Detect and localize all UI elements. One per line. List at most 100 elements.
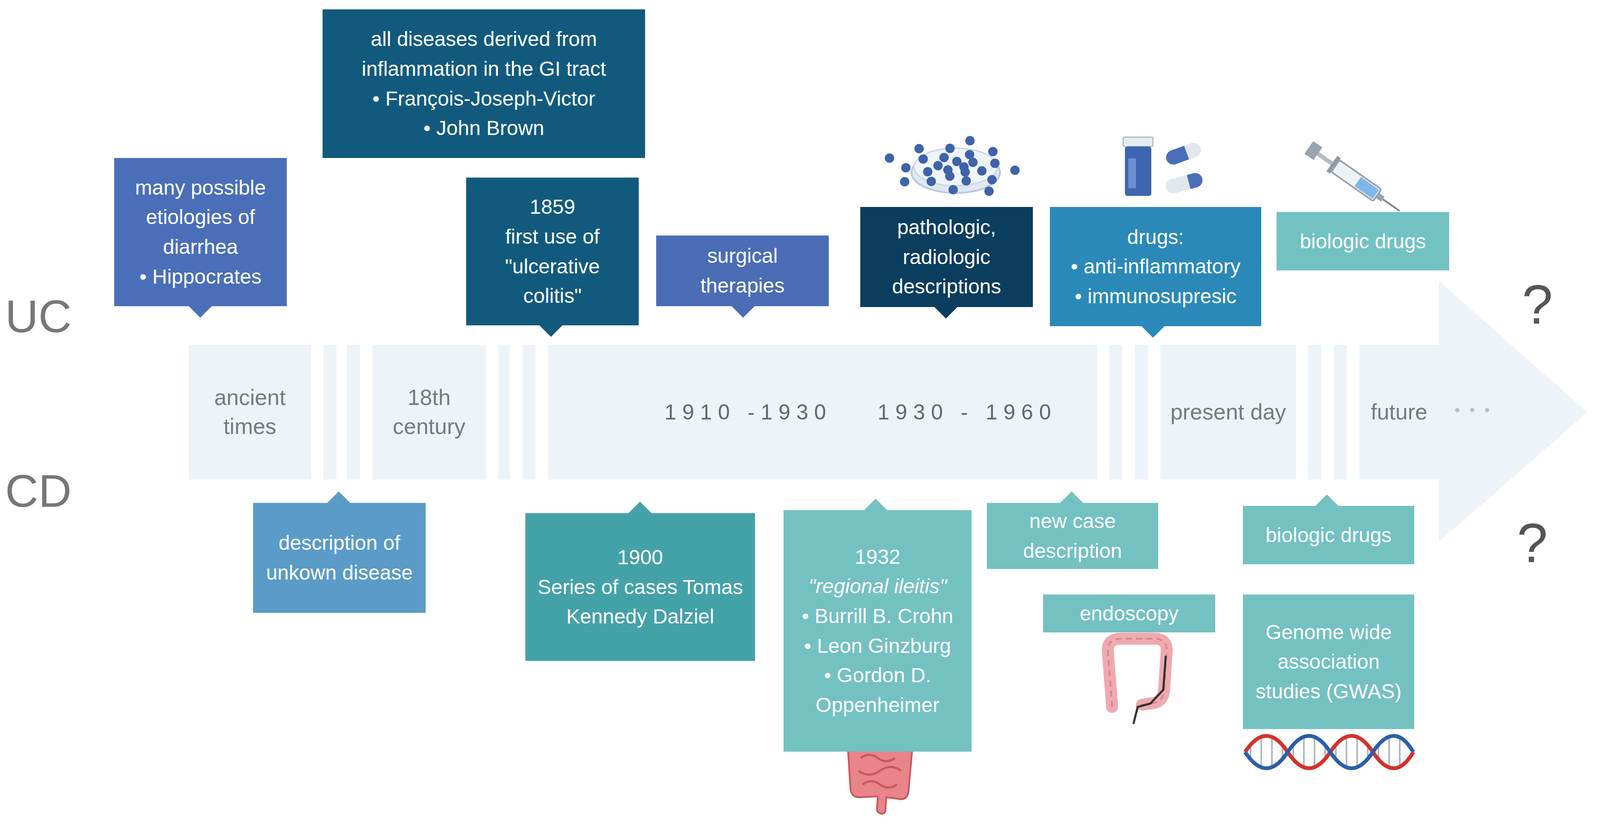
cell-dot <box>984 186 994 197</box>
box-text: all diseases derived from inflammation i… <box>330 24 638 84</box>
box-text: "regional ileitis" <box>808 571 947 602</box>
timeline-gap <box>1296 343 1309 482</box>
era-label: 18th century <box>372 383 486 442</box>
cell-dot <box>961 176 972 186</box>
box-text: • John Brown <box>423 113 545 144</box>
callout-pointer <box>539 325 563 338</box>
box-text: description of unkown disease <box>260 528 419 588</box>
cell-dot <box>918 154 929 165</box>
timeline-gap <box>336 343 347 482</box>
dna-rung <box>1313 738 1316 767</box>
callout-pointer <box>731 305 756 318</box>
callout-box: description of unkown disease <box>253 503 426 614</box>
box-text: 1932 <box>854 542 901 573</box>
timeline-segment: future <box>1359 345 1439 480</box>
timeline-gap <box>311 343 324 482</box>
era-label: 1910 -1930 <box>664 398 832 427</box>
timeline-segment: 1910 -1930 1930 - 1960 <box>547 345 1098 480</box>
timeline-gap <box>1346 343 1360 482</box>
timeline-gap <box>360 343 373 482</box>
box-text: new case description <box>994 506 1151 566</box>
box-text: drugs: <box>1127 222 1184 253</box>
callout-box: 1859first use of "ulcerative colitis" <box>466 177 639 326</box>
callout-pointer <box>934 306 958 319</box>
cell-dot <box>899 177 910 187</box>
cell-dot <box>901 163 911 173</box>
row-label: UC <box>5 289 72 344</box>
box-text: • François-Joseph-Victor <box>372 83 596 114</box>
dna-rung <box>1303 738 1305 767</box>
question-mark: ? <box>1522 272 1553 337</box>
box-text: • Burrill B. Crohn <box>801 601 954 632</box>
box-text: • immunosupresic <box>1074 281 1237 312</box>
callout-pointer <box>1314 494 1339 507</box>
ellipsis-dots <box>1455 408 1490 413</box>
callout-box: all diseases derived from inflammation i… <box>322 9 646 159</box>
timeline-segment: ancient times <box>188 345 312 480</box>
callout-pointer <box>188 305 213 318</box>
callout-pointer <box>863 498 888 511</box>
cell-dot <box>987 175 997 185</box>
timeline-gap <box>1122 343 1135 482</box>
pill-bottle-icon <box>1123 137 1205 197</box>
timeline-gaps <box>311 343 1360 482</box>
era-label: present day <box>1170 397 1287 427</box>
era-label: 1930 - 1960 <box>877 398 1058 427</box>
box-text: biologic drugs <box>1265 520 1392 551</box>
dna-rung <box>1388 738 1390 767</box>
timeline-gap <box>510 343 523 482</box>
box-text: Series of cases Tomas Kennedy Dalziel <box>533 572 748 632</box>
intestine-icon <box>847 742 912 815</box>
box-text: • Leon Ginzburg <box>804 631 952 662</box>
colon-endoscope-icon <box>1107 639 1167 725</box>
callout-box: pathologic, radiologic descriptions <box>860 207 1033 308</box>
cell-dot <box>926 176 937 187</box>
cell-dot <box>965 149 975 160</box>
cell-dot <box>990 158 1000 169</box>
callout-box: 1932"regional ileitis"• Burrill B. Crohn… <box>783 510 972 753</box>
timeline-gap <box>535 343 548 482</box>
callout-box: new case description <box>986 503 1159 570</box>
timeline-gap <box>1147 343 1161 482</box>
timeline-gap <box>1321 343 1334 482</box>
timeline-gap <box>1097 343 1110 482</box>
dna-rung <box>1398 738 1401 767</box>
cell-dot <box>960 167 970 177</box>
row-label: CD <box>5 464 72 518</box>
callout-box: 1900Series of cases Tomas Kennedy Dalzie… <box>525 513 756 662</box>
timeline-segment: present day <box>1160 345 1297 480</box>
box-text: surgical therapies <box>663 241 822 301</box>
box-text: endoscopy <box>1079 599 1179 629</box>
box-text: • Gordon D. Oppenheimer <box>791 660 964 721</box>
cell-dot <box>939 152 949 163</box>
callout-box: endoscopy <box>1043 594 1216 633</box>
cell-dot <box>965 135 975 146</box>
box-text: Genome wide association studies (GWAS) <box>1250 617 1407 707</box>
box-text: • anti-inflammatory <box>1070 251 1241 282</box>
cell-dot <box>948 185 958 195</box>
era-label: future <box>1370 397 1428 427</box>
box-text: 1900 <box>617 542 664 573</box>
syringe-icon <box>1303 139 1405 219</box>
petri-dish-icon <box>885 135 1020 197</box>
cell-dot <box>914 144 924 154</box>
box-text: biologic drugs <box>1299 226 1426 257</box>
question-mark: ? <box>1516 511 1548 576</box>
box-text: • Hippocrates <box>139 262 262 292</box>
dna-rung <box>1345 738 1348 767</box>
cell-dot <box>1010 165 1020 176</box>
box-text: many possible etiologies of diarrhea <box>121 172 280 263</box>
callout-box: surgical therapies <box>656 235 829 307</box>
era-label: ancient times <box>188 383 312 442</box>
callout-box: Genome wide association studies (GWAS) <box>1242 594 1415 730</box>
box-text: 1859 <box>529 192 576 222</box>
callout-box: biologic drugs <box>1276 212 1450 271</box>
callout-box: biologic drugs <box>1242 506 1415 565</box>
cell-dot <box>977 166 987 176</box>
box-text: first use of "ulcerative colitis" <box>473 221 632 312</box>
callout-pointer <box>1141 325 1165 338</box>
dna-rung <box>1356 738 1358 767</box>
callout-pointer <box>326 491 351 504</box>
dna-rung <box>1271 738 1273 767</box>
callout-box: many possible etiologies of diarrhea• Hi… <box>114 158 287 307</box>
